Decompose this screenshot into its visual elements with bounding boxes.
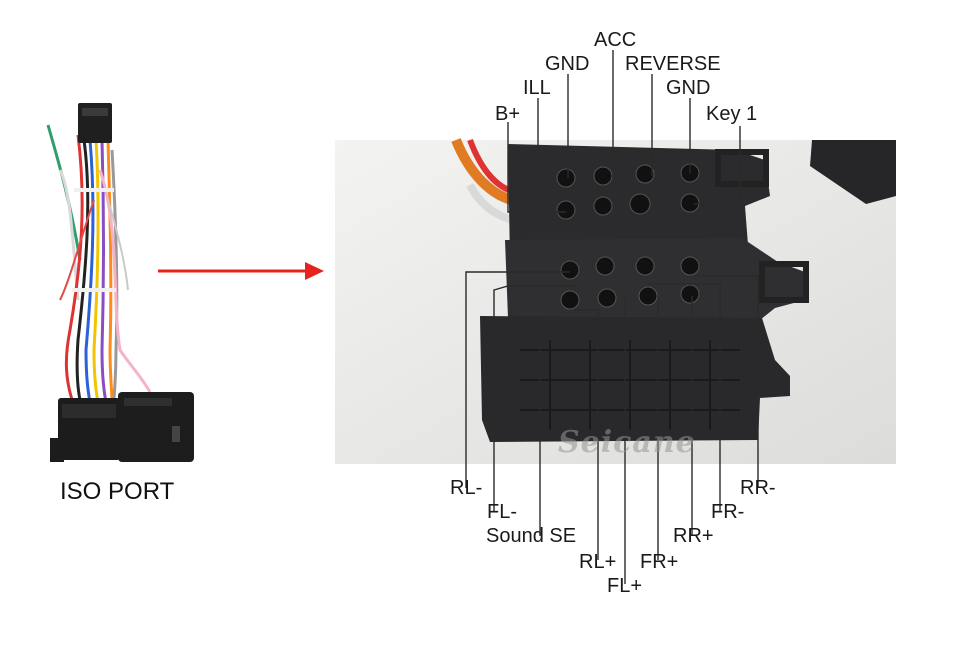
connector-photo [335, 138, 896, 464]
pin-label-rr-plus: RR+ [673, 525, 714, 547]
pointer-arrow [158, 262, 324, 280]
pin-label-acc: ACC [594, 29, 637, 51]
pin-label-fr-plus: FR+ [640, 551, 679, 573]
harness-photo [46, 103, 194, 462]
watermark-text: Seicane [558, 425, 696, 460]
pin-label-fl-plus: FL+ [607, 575, 643, 597]
pin-label-reverse: REVERSE [625, 53, 721, 75]
pin-label-fl-minus: FL- [487, 501, 517, 523]
pin-label-fr-minus: FR- [711, 501, 745, 523]
pin-label-ill: ILL [523, 77, 551, 99]
pin-label-rl-plus: RL+ [579, 551, 617, 573]
leader-lines [465, 50, 759, 584]
pin-label-gnd-2: GND [666, 77, 711, 99]
pin-label-sound-se: Sound SE [486, 525, 577, 547]
pin-label-b-plus: B+ [495, 103, 521, 125]
pin-label-rr-minus: RR- [740, 477, 776, 499]
iso-port-caption: ISO PORT [60, 478, 175, 505]
pin-label-key-1: Key 1 [706, 103, 758, 125]
pin-label-rl-minus: RL- [450, 477, 483, 499]
pin-label-gnd-1: GND [545, 53, 590, 75]
